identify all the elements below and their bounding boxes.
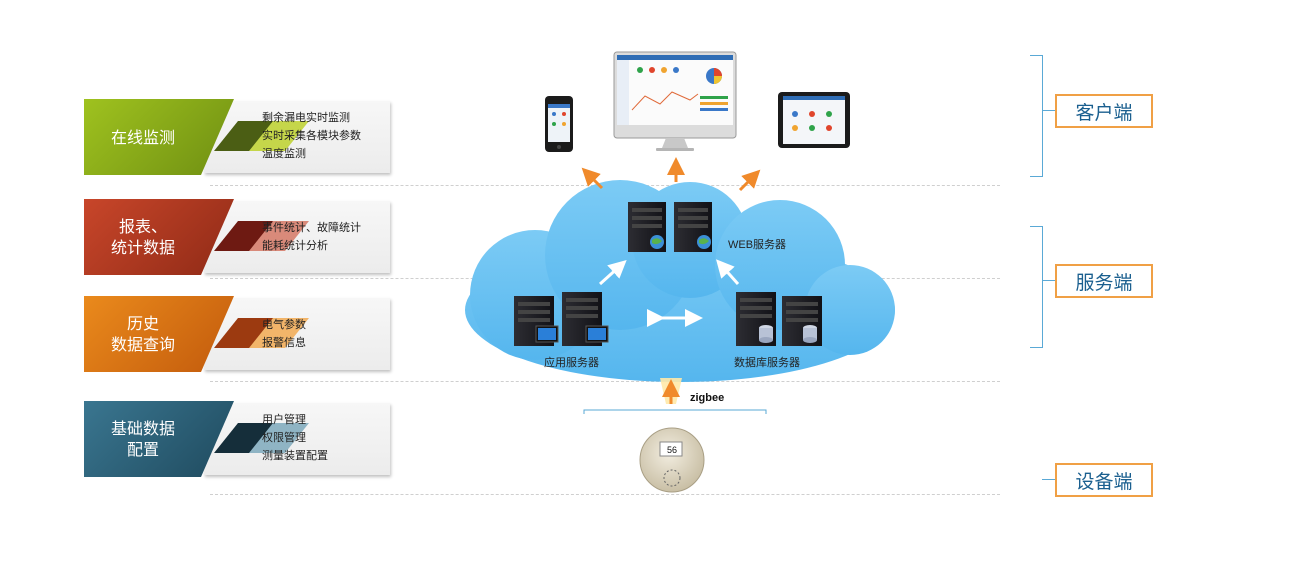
feature-item: 电气参数 bbox=[262, 318, 306, 331]
feature-base-config: 基础数据 配置 用户管理 权限管理 测量装置配置 bbox=[84, 401, 390, 477]
feature-history-query: 历史 数据查询 电气参数 报警信息 bbox=[84, 296, 390, 372]
feature-label: 历史 数据查询 bbox=[110, 314, 175, 354]
feature-label: 基础数据 配置 bbox=[110, 419, 175, 459]
tier-client-label: 客户端 bbox=[1055, 94, 1153, 128]
feature-report-statistics: 报表、 统计数据 事件统计、故障统计 能耗统计分析 bbox=[84, 199, 390, 275]
feature-item: 用户管理 bbox=[262, 413, 306, 426]
feature-item: 实时采集各模块参数 bbox=[262, 129, 361, 142]
client-bracket bbox=[1030, 55, 1043, 177]
feature-item: 权限管理 bbox=[262, 431, 306, 444]
desktop-monitor-icon bbox=[613, 51, 737, 151]
feature-item: 事件统计、故障统计 bbox=[262, 221, 361, 234]
server-bracket bbox=[1030, 226, 1043, 348]
feature-item: 报警信息 bbox=[262, 336, 306, 349]
web-server-label: WEB服务器 bbox=[728, 238, 786, 251]
bracket-tick bbox=[1042, 280, 1058, 281]
tier-server-label: 服务端 bbox=[1055, 264, 1153, 298]
arrow-to-clients bbox=[581, 157, 761, 192]
device-reading: 56 bbox=[667, 445, 677, 455]
tablet-icon bbox=[778, 92, 850, 148]
db-server-label: 数据库服务器 bbox=[734, 355, 800, 369]
network-diagram: WEB服务器 应用服务器 bbox=[465, 51, 895, 493]
feature-item: 剩余漏电实时监测 bbox=[262, 111, 350, 124]
app-server-label: 应用服务器 bbox=[544, 355, 599, 369]
web-server-icon bbox=[628, 202, 712, 252]
feature-label: 在线监测 bbox=[110, 127, 175, 147]
database-server-icon bbox=[736, 292, 822, 346]
feature-item: 温度监测 bbox=[262, 147, 306, 160]
smartphone-icon bbox=[545, 96, 573, 152]
feature-item: 测量装置配置 bbox=[262, 449, 328, 462]
protocol-label: zigbee bbox=[690, 392, 724, 404]
separator bbox=[210, 381, 1000, 382]
separator bbox=[210, 494, 1000, 495]
feature-online-monitoring: 在线监测 剩余漏电实时监测 实时采集各模块参数 温度监测 bbox=[84, 99, 390, 175]
app-server-icon bbox=[514, 292, 609, 346]
feature-item: 能耗统计分析 bbox=[262, 239, 328, 252]
device-bracket bbox=[583, 409, 767, 414]
tier-device-label: 设备端 bbox=[1055, 463, 1153, 497]
sensor-device-icon bbox=[639, 427, 705, 493]
feature-label: 报表、 统计数据 bbox=[110, 217, 175, 257]
arrow-to-web-server bbox=[598, 259, 740, 286]
bracket-tick bbox=[1042, 479, 1058, 480]
bracket-tick bbox=[1042, 110, 1058, 111]
